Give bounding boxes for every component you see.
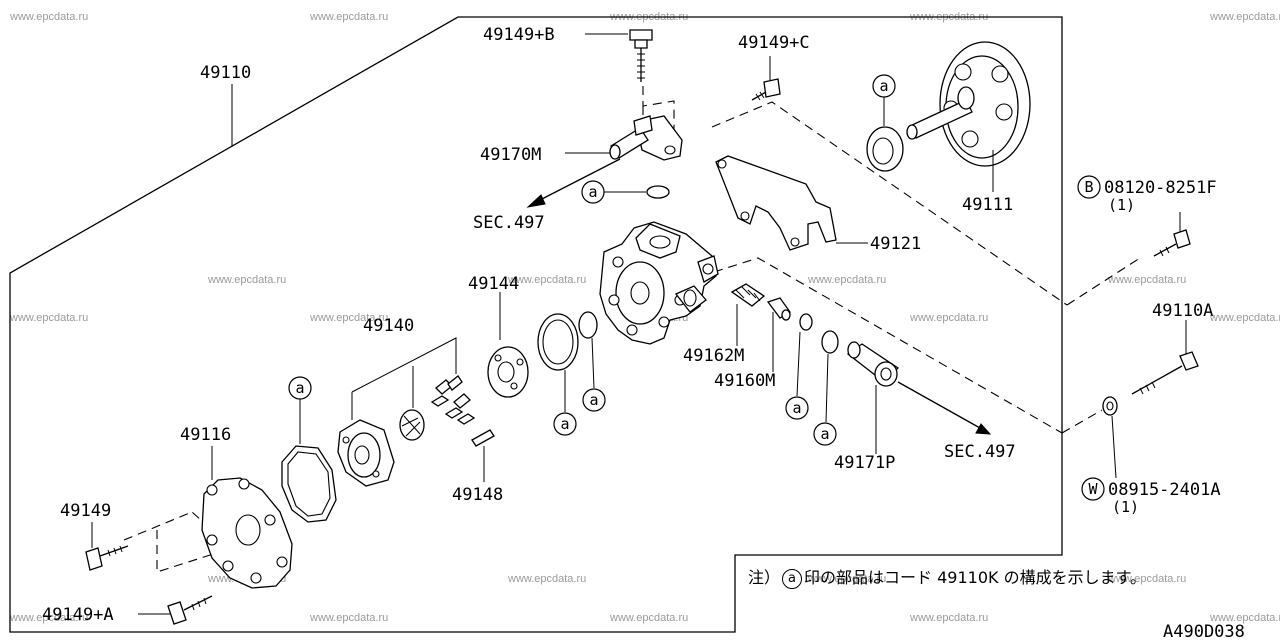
bolt-08120-8251f (1153, 212, 1191, 257)
a-marker: a (588, 183, 597, 201)
callout-w-marker: W (1088, 480, 1098, 498)
part-label-49110a: 49110A (1152, 301, 1213, 321)
watermark: www.epcdata.ru (309, 11, 388, 23)
o-ring-group-mid: a a (537, 311, 606, 436)
a-marker: a (560, 415, 569, 433)
watermark: www.epcdata.ru (207, 274, 286, 286)
callout-b-marker: B (1084, 178, 1093, 196)
a-marker: a (820, 425, 829, 443)
part-label-49110: 49110 (200, 63, 251, 83)
connector-49171p (846, 341, 992, 454)
note-a-marker: a (782, 569, 803, 589)
callout-w-circle (1081, 477, 1105, 501)
bolt-49149-b (585, 29, 653, 82)
watermark: www.epcdata.ru (1209, 11, 1280, 23)
pin-49148 (471, 429, 495, 482)
gasket-group: a (281, 376, 337, 523)
valve-49160m (766, 297, 791, 372)
part-label-49149-b: 49149+B (483, 25, 555, 45)
washer-08915-2401a (1102, 396, 1118, 479)
rear-cover-49116 (201, 446, 293, 589)
spring-49162m (730, 283, 766, 346)
section-ref-top: SEC.497 (473, 213, 545, 233)
callout-b-circle (1077, 175, 1101, 199)
watermark: www.epcdata.ru (1107, 573, 1186, 585)
watermark: www.epcdata.ru (309, 612, 388, 624)
callout-b-part: 08120-8251F (1104, 178, 1217, 198)
watermark: www.epcdata.ru (909, 312, 988, 324)
watermark: www.epcdata.ru (9, 612, 88, 624)
a-marker: a (589, 391, 598, 409)
diagram-code: A490D038 (1163, 622, 1245, 640)
part-label-49160m: 49160M (714, 371, 775, 391)
pump-body (599, 221, 719, 345)
watermark: www.epcdata.ru (507, 274, 586, 286)
watermark: www.epcdata.ru (309, 312, 388, 324)
bolt-49149-c (751, 56, 781, 101)
callout-w-part: 08915-2401A (1108, 480, 1221, 500)
assembly-boundary (9, 16, 1063, 633)
part-label-49111: 49111 (962, 195, 1013, 215)
watermark: www.epcdata.ru (9, 11, 88, 23)
part-label-49149-a: 49149+A (42, 605, 114, 625)
watermark: www.epcdata.ru (507, 573, 586, 585)
watermark: www.epcdata.ru (909, 612, 988, 624)
alignment-guides (123, 86, 1141, 573)
fitting-49170m (526, 115, 683, 208)
part-label-49171p: 49171P (834, 453, 895, 473)
a-marker: a (879, 77, 888, 95)
part-label-49149-c: 49149+C (738, 33, 810, 53)
callout-b-qty: (1) (1108, 196, 1135, 214)
seal-group-pulley: a (866, 74, 904, 172)
pulley-49111 (906, 41, 1031, 192)
o-ring-group-top: a (581, 180, 670, 204)
part-label-49162m: 49162M (683, 346, 744, 366)
cam-ring-49144 (487, 292, 529, 398)
watermark: www.epcdata.ru (807, 274, 886, 286)
note-text: 印の部品はコード 49110K の構成を示します。 (804, 568, 1146, 587)
rotor-kit-49140 (337, 337, 476, 487)
callout-w-qty: (1) (1112, 498, 1139, 516)
section-ref-bottom: SEC.497 (944, 442, 1016, 462)
bolt-49110a (1131, 320, 1199, 395)
part-label-49116: 49116 (180, 425, 231, 445)
bracket-49121 (715, 155, 868, 251)
watermark: www.epcdata.ru (1209, 612, 1280, 624)
bolt-49149 (85, 522, 129, 571)
part-label-49144: 49144 (468, 274, 519, 294)
watermark: www.epcdata.ru (1107, 274, 1186, 286)
a-marker: a (792, 399, 801, 417)
bolt-49149-a (138, 595, 213, 625)
part-label-49149: 49149 (60, 501, 111, 521)
part-label-49121: 49121 (870, 234, 921, 254)
o-ring-group-right: a a (785, 313, 839, 446)
watermark: www.epcdata.ru (9, 312, 88, 324)
watermark: www.epcdata.ru (609, 612, 688, 624)
note-prefix: 注） (748, 568, 781, 587)
a-marker: a (295, 379, 304, 397)
watermark: www.epcdata.ru (1209, 312, 1280, 324)
part-label-49148: 49148 (452, 485, 503, 505)
part-label-49140: 49140 (363, 316, 414, 336)
watermark: www.epcdata.ru (807, 573, 886, 585)
part-label-49170m: 49170M (480, 145, 541, 165)
